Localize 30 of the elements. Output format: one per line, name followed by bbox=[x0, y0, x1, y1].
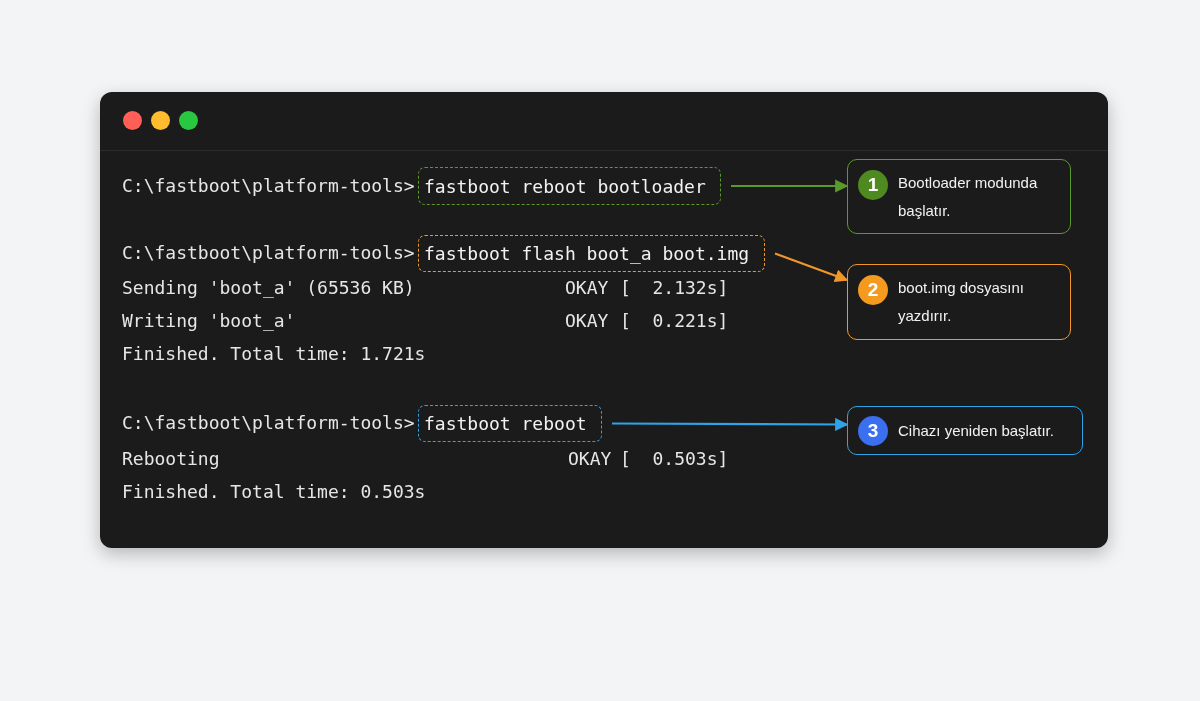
command-highlight: fastboot flash boot_a boot.img bbox=[418, 235, 765, 272]
terminal-text: [ 0.221s] bbox=[620, 310, 729, 332]
terminal-text: Finished. Total time: 1.721s bbox=[122, 343, 426, 365]
step-number: 2 bbox=[858, 275, 888, 305]
step-number: 3 bbox=[858, 415, 888, 446]
terminal-text: [ 2.132s] bbox=[620, 277, 729, 299]
callout-text: boot.img dosyasını yazdırır. bbox=[898, 278, 1025, 326]
callout-text: Cihazı yeniden başlatır. bbox=[898, 420, 1054, 441]
terminal-text: [ 0.503s] bbox=[620, 448, 729, 470]
terminal-text: OKAY bbox=[565, 310, 609, 332]
terminal-text: Writing 'boot_a' bbox=[122, 310, 296, 332]
callout-box bbox=[847, 264, 1071, 340]
step-number: 1 bbox=[858, 170, 888, 200]
terminal-text: OKAY bbox=[568, 448, 612, 470]
callout-box bbox=[847, 159, 1071, 234]
terminal-window bbox=[100, 92, 1108, 548]
terminal-text: C:\fastboot\platform-tools> bbox=[122, 175, 415, 197]
terminal-text: Rebooting bbox=[122, 448, 220, 470]
arrow bbox=[774, 252, 849, 283]
terminal-text: Sending 'boot_a' (65536 KB) bbox=[122, 277, 415, 299]
terminal-text: OKAY bbox=[565, 277, 609, 299]
terminal-text: C:\fastboot\platform-tools> bbox=[122, 242, 415, 264]
arrow bbox=[731, 179, 849, 193]
callout-text: Bootloader modunda başlatır. bbox=[898, 172, 1039, 221]
command-highlight: fastboot reboot bootloader bbox=[418, 167, 721, 205]
callout-box bbox=[847, 406, 1083, 455]
terminal-text: C:\fastboot\platform-tools> bbox=[122, 412, 415, 434]
arrow bbox=[612, 417, 849, 432]
command-highlight: fastboot reboot bbox=[418, 405, 602, 442]
terminal-text: Finished. Total time: 0.503s bbox=[122, 481, 426, 503]
